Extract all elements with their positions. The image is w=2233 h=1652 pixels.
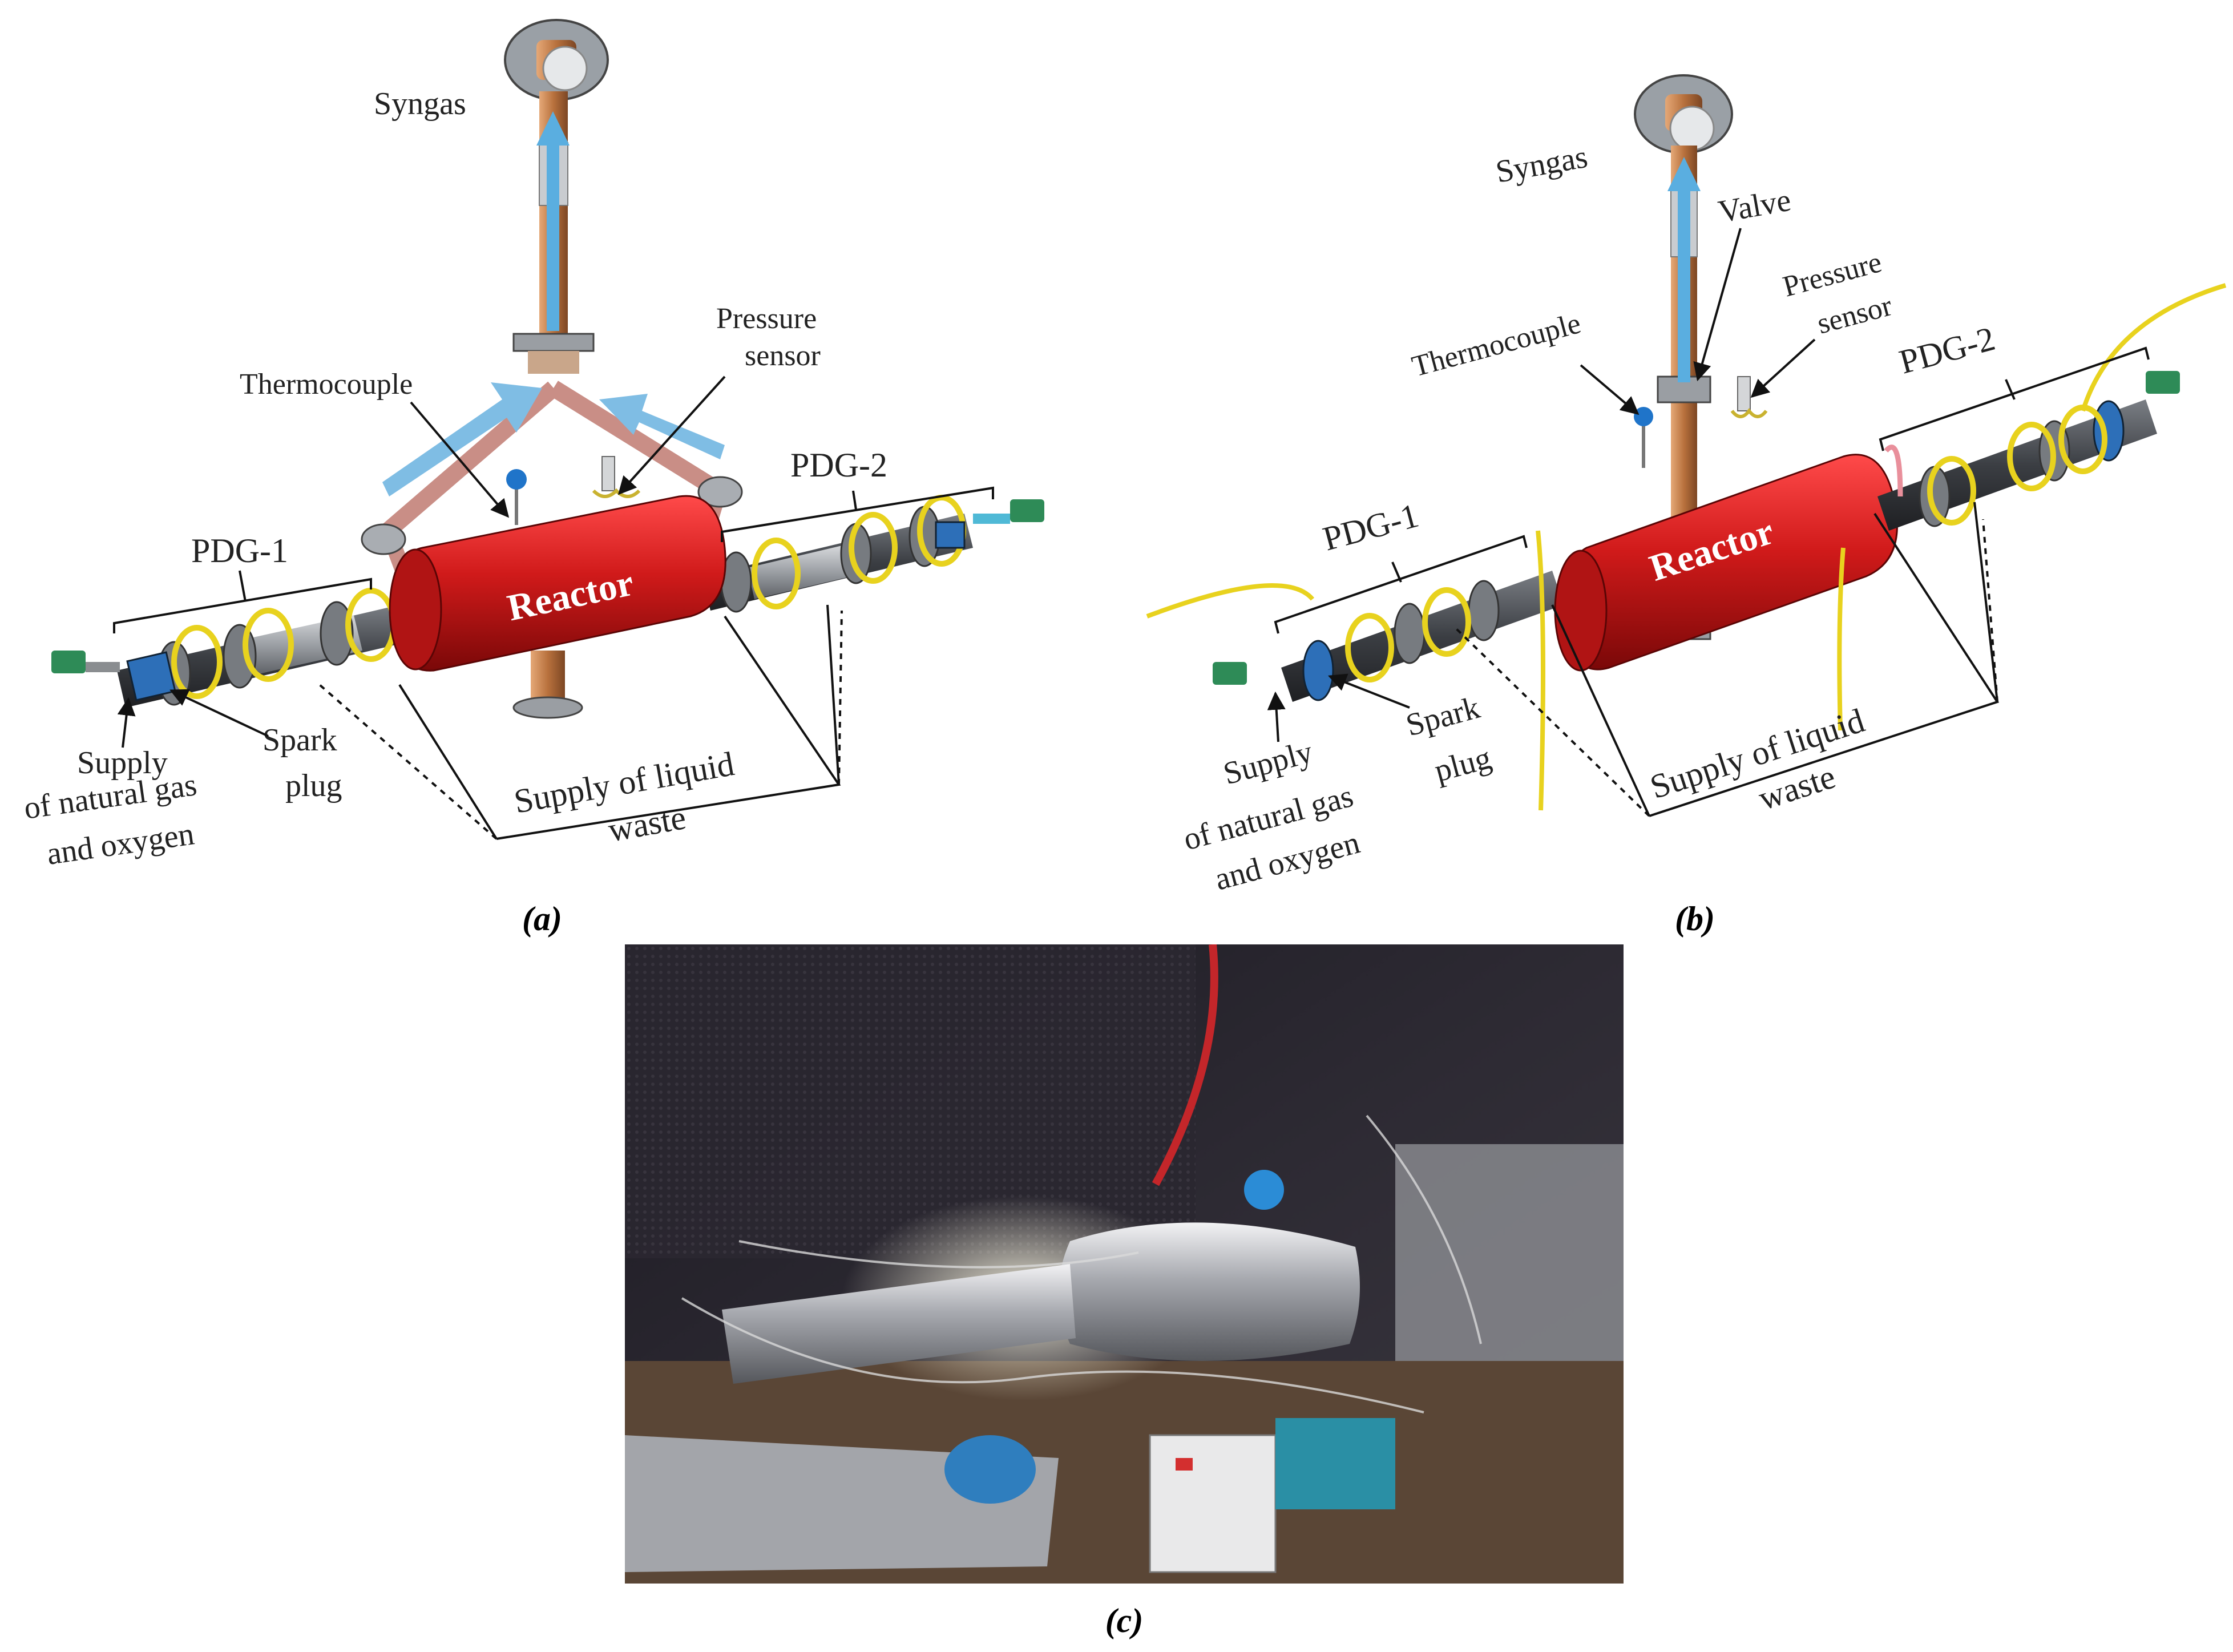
caption-c-wrap: (c): [1105, 1602, 1144, 1639]
panel-a: Reactor Syngas Thermocouple Pressure sen…: [22, 19, 1044, 938]
syngas-outlet-flange-b: [1634, 74, 1733, 154]
syngas-flow-arrow-b: [1667, 157, 1701, 382]
pressure-sensor-device-b: [1730, 376, 1768, 418]
spark-plug-a-line2: plug: [285, 768, 342, 803]
thermocouple-arrow-a: [410, 401, 510, 518]
panel-b: Reactor Syngas Valve Thermocouple Pressu…: [1146, 74, 2227, 938]
pdg1-tube-b: [1146, 571, 1564, 702]
reactor-vessel-b: Reactor: [1554, 454, 1898, 672]
control-box: [1149, 1434, 1277, 1573]
supply-gas-a-line1: Supply: [77, 745, 168, 781]
liquid-waste-a-line2: waste: [605, 798, 689, 849]
pressure-label-a-line1: Pressure: [716, 302, 817, 335]
insulated-reactor: [1059, 1222, 1360, 1361]
syngas-flow-arrow: [536, 111, 570, 331]
spark-arrow-a: [169, 689, 269, 737]
pressure-arrow-b: [1750, 338, 1816, 398]
supply-gas-arrow-a: [117, 697, 136, 748]
teal-pump: [1275, 1418, 1395, 1509]
thermocouple-label-b: Thermocouple: [1408, 307, 1584, 383]
thermocouple-device-b: [1634, 407, 1653, 468]
panel-c-photo: [625, 944, 1624, 1584]
pressure-label-b-line2: sensor: [1814, 289, 1895, 340]
caption-a: (a): [522, 900, 562, 938]
wiring: [681, 1114, 1482, 1413]
spark-plug-b-line1: Spark: [1402, 690, 1483, 744]
pdg1-label-a: PDG-1: [191, 532, 288, 569]
spark-arrow-b: [1328, 673, 1410, 709]
pressure-sensor-device: [592, 456, 641, 498]
spark-plug-a-line1: Spark: [263, 722, 337, 758]
valve-arrow-b: [1693, 228, 1742, 382]
caption-b: (b): [1675, 900, 1715, 938]
pdg2-bracket-b: [1879, 346, 2150, 451]
pdg2-tube: [702, 495, 1044, 613]
insulated-pdg: [722, 1264, 1076, 1384]
pink-hose-b: [1884, 445, 1903, 497]
pdg2-label-b: PDG-2: [1895, 320, 1998, 381]
caption-c: (c): [1105, 1602, 1144, 1639]
spark-plug-b-line2: plug: [1431, 740, 1495, 789]
pressure-arrow-a: [617, 375, 726, 495]
right-branch-flow-arrow: [599, 394, 725, 459]
pdg2-bracket-a: [721, 486, 994, 542]
yellow-cable-right-b: [1837, 547, 1846, 731]
supply-gas-a-line3: and oxygen: [45, 816, 196, 872]
reactor-vessel: Reactor: [389, 495, 726, 719]
liquid-waste-dotted-a: [318, 610, 843, 840]
syngas-label-a: Syngas: [374, 86, 466, 122]
blue-cylinder: [944, 1435, 1036, 1504]
thermocouple-label-a: Thermocouple: [240, 368, 413, 401]
syngas-outlet-flange: [504, 19, 609, 101]
pdg1-bracket-b: [1274, 535, 1528, 634]
pdg2-label-a: PDG-2: [790, 446, 887, 484]
thermocouple-arrow-b: [1580, 364, 1640, 415]
syngas-label-b: Syngas: [1493, 139, 1590, 190]
yellow-cable-left-b: [1536, 530, 1545, 811]
valve-label-b: Valve: [1715, 183, 1793, 230]
liquid-waste-dotted-b: [1454, 519, 1998, 817]
left-branch-flow-arrow: [382, 382, 542, 496]
pdg1-bracket-a: [113, 570, 372, 633]
red-hose: [1152, 944, 1218, 1186]
pdg1-label-b: PDG-1: [1319, 496, 1422, 558]
pdg2-tube-b: [1877, 283, 2227, 531]
pdg1-tube: [51, 588, 408, 708]
supply-gas-arrow-b: [1267, 691, 1286, 742]
thermocouple-device: [506, 469, 527, 525]
pressure-label-a-line2: sensor: [745, 340, 821, 372]
supply-gas-b-line1: Supply: [1220, 734, 1316, 792]
control-box-indicator: [1176, 1458, 1193, 1471]
blue-valve-handle: [1244, 1170, 1284, 1210]
